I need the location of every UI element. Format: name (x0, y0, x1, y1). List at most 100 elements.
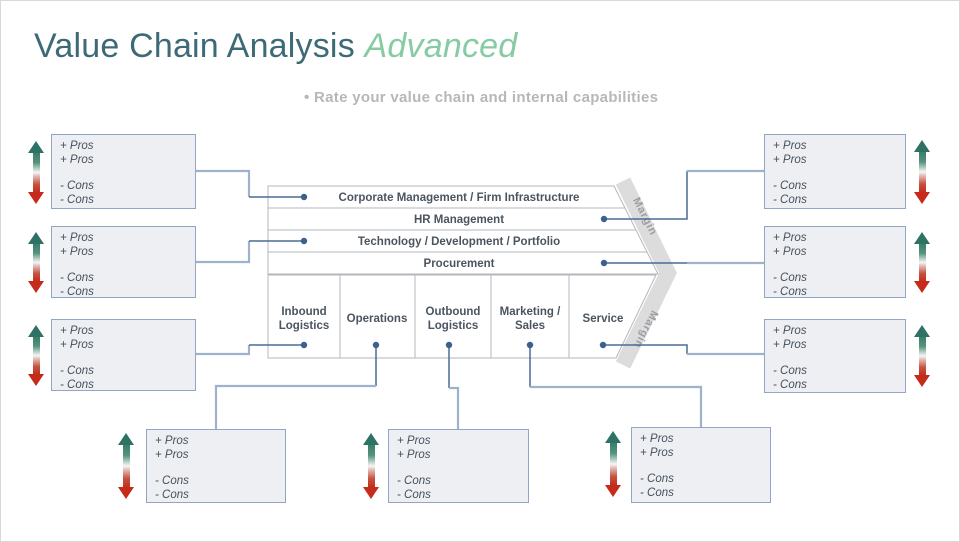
cons-line: - Cons (60, 378, 94, 391)
cons-line: - Cons (773, 285, 807, 298)
cons-line: - Cons (397, 488, 431, 501)
rating-arrow-left-3 (28, 325, 44, 386)
arrow-up-icon (28, 141, 44, 153)
support-activity-label-3: Technology / Development / Portfolio (358, 236, 560, 248)
connector-bottom-1 (214, 345, 377, 429)
pros-line: + Pros (60, 245, 94, 258)
rating-arrow-bottom-2 (363, 433, 379, 499)
arrow-down-icon (363, 487, 379, 499)
pros-line: + Pros (60, 325, 94, 337)
primary-activity-label-4b: Sales (515, 320, 545, 332)
pros-line: + Pros (773, 245, 807, 258)
cons-line: - Cons (773, 365, 807, 377)
cons-line: - Cons (773, 180, 807, 192)
pros-line: + Pros (773, 140, 807, 152)
arrow-up-icon (914, 232, 930, 244)
arrow-down-icon (28, 192, 44, 204)
subtitle-bullet-icon: • (304, 89, 310, 106)
arrow-down-icon (28, 374, 44, 386)
arrow-up-icon (914, 325, 930, 337)
proscons-box-right-1: + Pros + Pros - Cons - Cons (764, 134, 906, 209)
connector-bottom-3 (529, 345, 703, 427)
primary-activity-label-1a: Inbound (281, 306, 326, 318)
page-title: Value Chain Analysis Advanced (34, 27, 517, 66)
arrow-shaft (918, 337, 926, 375)
primary-activity-label-3a: Outbound (426, 306, 481, 318)
primary-activity-label-1b: Logistics (279, 320, 329, 332)
rating-arrow-bottom-1 (118, 433, 134, 499)
primary-activity-label-3b: Logistics (428, 320, 478, 332)
pros-line: + Pros (773, 325, 807, 337)
arrow-shaft (918, 152, 926, 192)
proscons-box-bottom-3: + Pros + Pros - Cons - Cons (631, 427, 771, 503)
cons-line: - Cons (397, 475, 431, 487)
arrow-shaft (367, 445, 375, 487)
arrow-up-icon (914, 140, 930, 152)
pros-line: + Pros (773, 232, 807, 244)
pros-line: + Pros (60, 232, 94, 244)
arrow-down-icon (118, 487, 134, 499)
connector-right-1 (604, 169, 764, 220)
rating-arrow-bottom-3 (605, 431, 621, 497)
connector-left-3 (196, 344, 304, 356)
arrow-shaft (918, 244, 926, 281)
arrow-down-icon (914, 192, 930, 204)
page-title-accent: Advanced (364, 27, 518, 65)
cons-line: - Cons (773, 272, 807, 284)
arrow-up-icon (363, 433, 379, 445)
primary-activities-block (267, 274, 657, 359)
proscons-box-right-2: + Pros + Pros - Cons - Cons (764, 226, 906, 298)
arrow-shaft (32, 153, 40, 192)
cons-line: - Cons (155, 475, 189, 487)
proscons-box-left-2: + Pros + Pros - Cons - Cons (51, 226, 196, 298)
arrow-up-icon (28, 325, 44, 337)
rating-arrow-left-2 (28, 232, 44, 293)
arrow-down-icon (605, 485, 621, 497)
pros-line: + Pros (155, 435, 189, 447)
subtitle: • Rate your value chain and internal cap… (304, 89, 658, 106)
pros-line: + Pros (60, 153, 94, 166)
page-title-main: Value Chain Analysis (34, 27, 355, 65)
support-activity-label-1: Corporate Management / Firm Infrastructu… (339, 192, 580, 204)
cons-line: - Cons (640, 486, 674, 499)
cons-line: - Cons (60, 285, 94, 298)
arrow-shaft (32, 337, 40, 374)
rating-arrow-right-1 (914, 140, 930, 204)
pros-line: + Pros (155, 448, 189, 461)
pros-line: + Pros (397, 435, 431, 447)
connector-dots (300, 193, 608, 349)
cons-line: - Cons (60, 180, 94, 192)
pros-line: + Pros (773, 153, 807, 166)
primary-activity-label-4a: Marketing / (500, 306, 562, 318)
cons-line: - Cons (60, 193, 94, 206)
pros-line: + Pros (640, 446, 674, 459)
arrow-shaft (122, 445, 130, 487)
support-activity-label-4: Procurement (424, 258, 495, 270)
proscons-box-bottom-2: + Pros + Pros - Cons - Cons (388, 429, 529, 503)
arrow-down-icon (914, 375, 930, 387)
primary-activity-label-2: Operations (347, 313, 408, 325)
cons-line: - Cons (60, 272, 94, 284)
pros-line: + Pros (60, 140, 94, 152)
connector-right-3 (603, 344, 764, 356)
rating-arrow-right-2 (914, 232, 930, 293)
arrow-up-icon (605, 431, 621, 443)
rating-arrow-left-1 (28, 141, 44, 204)
pros-line: + Pros (640, 433, 674, 445)
proscons-box-left-3: + Pros + Pros - Cons - Cons (51, 319, 196, 391)
rating-arrow-right-3 (914, 325, 930, 387)
pros-line: + Pros (397, 448, 431, 461)
cons-line: - Cons (773, 378, 807, 391)
cons-line: - Cons (60, 365, 94, 377)
proscons-box-bottom-1: + Pros + Pros - Cons - Cons (146, 429, 286, 503)
arrow-shaft (609, 443, 617, 485)
subtitle-text: Rate your value chain and internal capab… (314, 89, 659, 106)
proscons-box-right-3: + Pros + Pros - Cons - Cons (764, 319, 906, 393)
arrow-up-icon (28, 232, 44, 244)
connector-left-1 (196, 169, 304, 198)
pros-line: + Pros (773, 338, 807, 351)
connector-left-2 (196, 240, 304, 264)
cons-line: - Cons (155, 488, 189, 501)
